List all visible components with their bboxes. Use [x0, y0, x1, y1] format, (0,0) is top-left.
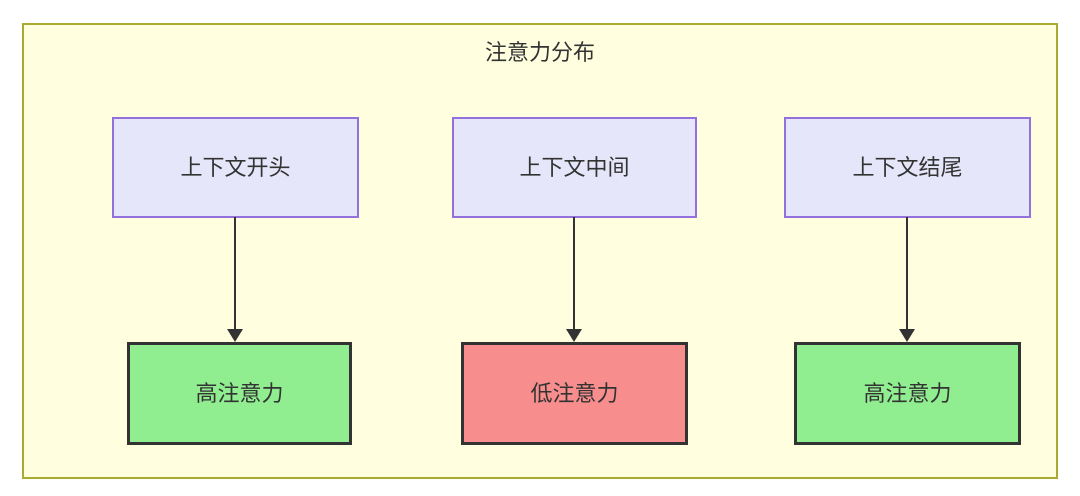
node-high-attention-start-label: 高注意力 [195, 380, 284, 406]
arrow-context-start-to-high-icon [234, 217, 236, 330]
node-context-end-label: 上下文结尾 [852, 154, 963, 180]
node-high-attention-end[interactable]: 高注意力 [794, 342, 1021, 445]
node-low-attention-middle-label: 低注意力 [530, 380, 619, 406]
node-low-attention-middle[interactable]: 低注意力 [461, 342, 688, 445]
arrow-context-middle-to-low-icon [573, 217, 575, 330]
node-high-attention-end-label: 高注意力 [863, 380, 952, 406]
attention-distribution-subgraph: 注意力分布 上下文开头 上下文中间 上下文结尾 高注意力 低注意力 高注意力 [22, 23, 1058, 479]
arrow-context-end-to-high-icon [906, 217, 908, 330]
node-context-middle[interactable]: 上下文中间 [452, 117, 697, 218]
node-context-end[interactable]: 上下文结尾 [784, 117, 1031, 218]
subgraph-title: 注意力分布 [484, 40, 595, 65]
node-context-start-label: 上下文开头 [180, 154, 291, 180]
node-high-attention-start[interactable]: 高注意力 [127, 342, 352, 445]
node-context-start[interactable]: 上下文开头 [112, 117, 359, 218]
node-context-middle-label: 上下文中间 [519, 154, 630, 180]
